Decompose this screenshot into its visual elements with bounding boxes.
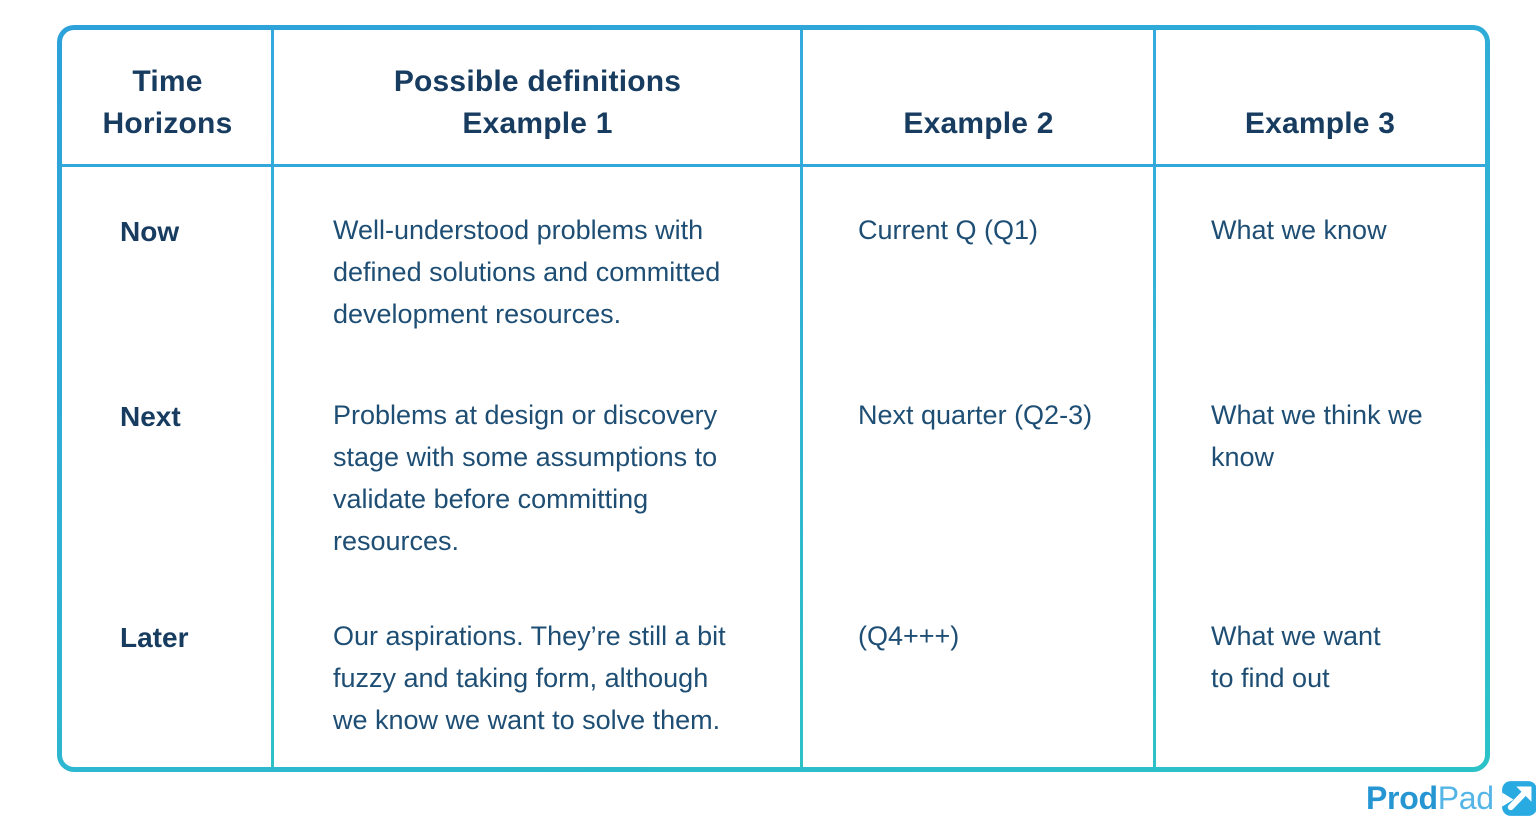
row-later-example-2: (Q4+++) (858, 621, 960, 651)
row-now-label: Now (120, 216, 180, 247)
prodpad-logo: ProdPad (1366, 779, 1536, 817)
row-next-example-2: Next quarter (Q2-3) (858, 400, 1093, 430)
row-later-label: Later (120, 622, 189, 653)
header-possible-definitions-example-1: Possible definitions Example 1 (393, 65, 682, 140)
header-divider (62, 164, 1485, 167)
row-later-example-3: What we want to find out (1211, 621, 1381, 693)
row-next-example-3: What we think we know (1211, 400, 1423, 472)
row-next-definition: Problems at design or discovery stage wi… (333, 400, 718, 556)
row-now-definition: Well-understood problems with defined so… (333, 215, 721, 329)
header-example-3: Example 3 (1244, 107, 1396, 140)
row-next-label: Next (120, 401, 181, 432)
column-divider-2 (800, 30, 803, 767)
prodpad-wordmark-pad: Pad (1437, 780, 1494, 816)
prodpad-wordmark-prod: Prod (1366, 780, 1438, 816)
column-divider-1 (271, 30, 274, 767)
prodpad-wordmark: ProdPad (1366, 779, 1494, 817)
column-divider-3 (1153, 30, 1156, 767)
table-grid: Time Horizons Possible definitions Examp… (62, 30, 1485, 767)
header-time-horizons: Time Horizons (102, 65, 233, 140)
row-now-example-3: What we know (1211, 215, 1387, 245)
row-later-definition: Our aspirations. They’re still a bit fuz… (333, 621, 726, 735)
time-horizons-table: Time Horizons Possible definitions Examp… (57, 25, 1490, 772)
arrow-up-right-icon (1501, 780, 1536, 817)
row-now-example-2: Current Q (Q1) (858, 215, 1039, 245)
header-example-2: Example 2 (903, 107, 1054, 140)
